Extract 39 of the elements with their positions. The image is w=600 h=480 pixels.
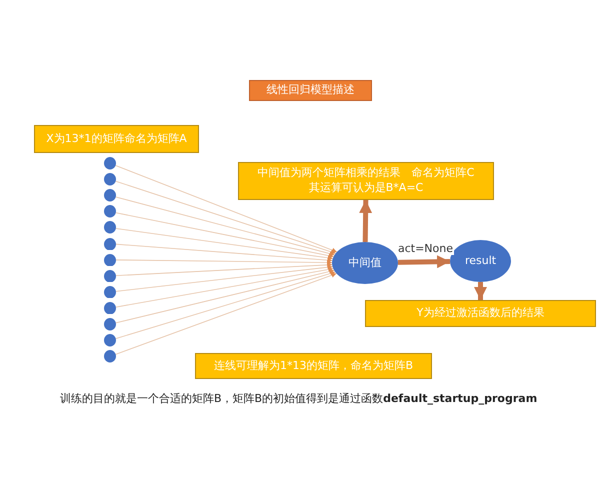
box-text: 其运算可认为是B*A=C (308, 181, 424, 196)
note-box: 连线可理解为1*13的矩阵，命名为矩阵B (195, 353, 432, 379)
input-circle (104, 350, 116, 363)
input-circle (104, 205, 116, 218)
arrow (398, 255, 450, 268)
box-text: 中间值为两个矩阵相乘的结果 命名为矩阵C (258, 166, 474, 181)
ellipse-node: 中间值 (332, 242, 398, 284)
edge-label: act=None (396, 242, 454, 255)
connection-line (115, 272, 337, 355)
input-circle (104, 157, 116, 170)
connection-line (116, 244, 333, 263)
input-circle (104, 238, 116, 250)
arrow (474, 282, 487, 300)
input-circle (104, 318, 116, 330)
connection-line (116, 264, 333, 292)
connection-line (115, 269, 335, 324)
input-circle (104, 286, 116, 298)
connection-line (115, 180, 336, 254)
connection-line (115, 196, 335, 256)
connection-line (116, 262, 332, 276)
connection-line (115, 271, 336, 339)
note-box (238, 162, 494, 200)
connection-line (116, 260, 332, 266)
note-text: 训练的目的就是一个合适的矩阵B，矩阵B的初始值得到是通过函数default_startup_program (60, 391, 538, 406)
note-box: Y为经过激活函数后的结果 (365, 300, 596, 327)
input-circle (104, 254, 116, 266)
input-circle (104, 270, 116, 282)
connection-line (116, 267, 334, 308)
input-circle (104, 221, 116, 234)
arrow (359, 200, 372, 242)
input-circle (104, 302, 116, 314)
title-box: 线性回归模型描述 (249, 80, 372, 101)
connection-line (116, 228, 334, 260)
input-circle (104, 334, 116, 347)
note-box: X为13*1的矩阵命名为矩阵A (34, 125, 199, 153)
connection-line (116, 212, 334, 258)
input-circle (104, 189, 116, 202)
connection-line (115, 165, 338, 252)
input-circle (104, 173, 116, 186)
